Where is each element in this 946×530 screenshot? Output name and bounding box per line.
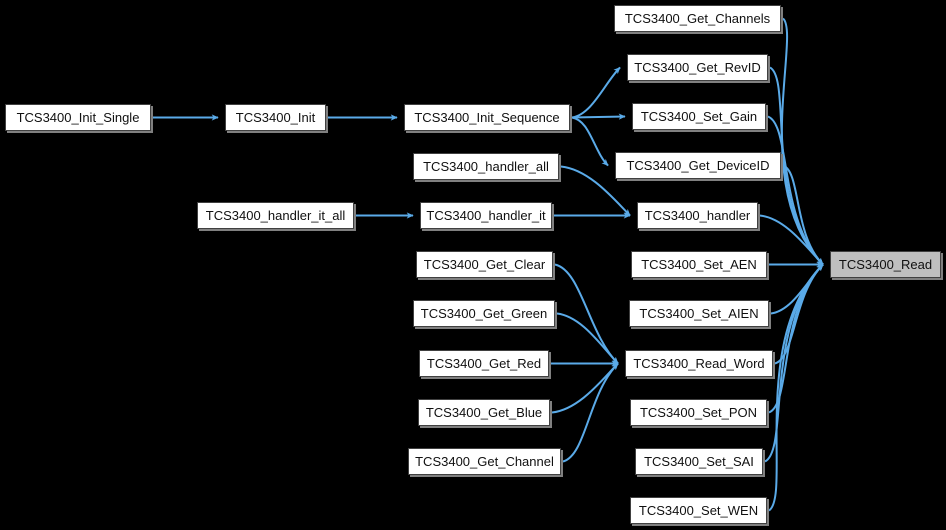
graph-node-label: TCS3400_handler_it [426, 208, 546, 223]
graph-node-set_wen[interactable]: TCS3400_Set_WEN [630, 497, 767, 524]
edge-set_gain-to-read [767, 115, 824, 266]
edge-set_pon-to-read [768, 263, 824, 414]
graph-node-label: TCS3400_Get_Red [426, 356, 542, 371]
edge-init_sequence-to-get_revid [571, 66, 621, 119]
graph-node-get_channel[interactable]: TCS3400_Get_Channel [408, 448, 561, 475]
graph-node-init_sequence[interactable]: TCS3400_Init_Sequence [404, 104, 570, 131]
graph-node-label: TCS3400_Set_Gain [640, 109, 758, 124]
edge-init_sequence-to-get_deviceid [571, 116, 609, 167]
graph-node-init[interactable]: TCS3400_Init [225, 104, 326, 131]
edge-get_channels-to-read [780, 17, 824, 266]
edge-init_sequence-to-set_gain [571, 113, 626, 120]
edge-read_word-to-read [774, 263, 824, 365]
graph-node-label: TCS3400_Set_WEN [638, 503, 759, 518]
graph-node-handler_all[interactable]: TCS3400_handler_all [413, 153, 559, 180]
graph-node-label: TCS3400_Read_Word [633, 356, 765, 371]
graph-node-handler[interactable]: TCS3400_handler [637, 202, 758, 229]
graph-node-read_word[interactable]: TCS3400_Read_Word [625, 350, 773, 377]
graph-node-get_revid[interactable]: TCS3400_Get_RevID [627, 54, 768, 81]
graph-node-get_clear[interactable]: TCS3400_Get_Clear [416, 251, 553, 278]
edge-set_sai-to-read [764, 263, 824, 463]
graph-node-get_deviceid[interactable]: TCS3400_Get_DeviceID [615, 152, 781, 179]
graph-node-label: TCS3400_Get_Channels [624, 11, 771, 26]
graph-node-handler_it_all[interactable]: TCS3400_handler_it_all [197, 202, 354, 229]
graph-node-label: TCS3400_Init_Sequence [414, 110, 560, 125]
graph-node-set_gain[interactable]: TCS3400_Set_Gain [632, 103, 766, 130]
graph-node-init_single[interactable]: TCS3400_Init_Single [5, 104, 151, 131]
edge-set_aien-to-read [770, 263, 824, 315]
graph-node-set_sai[interactable]: TCS3400_Set_SAI [635, 448, 763, 475]
graph-node-label: TCS3400_Get_Channel [415, 454, 554, 469]
graph-node-read[interactable]: TCS3400_Read [830, 251, 941, 278]
edge-get_channel-to-read_word [562, 362, 619, 463]
graph-node-set_aien[interactable]: TCS3400_Set_AIEN [629, 300, 769, 327]
graph-node-get_channels[interactable]: TCS3400_Get_Channels [614, 5, 781, 32]
graph-node-label: TCS3400_Init [235, 110, 316, 125]
graph-node-label: TCS3400_handler [644, 208, 751, 223]
graph-node-label: TCS3400_Set_SAI [644, 454, 754, 469]
graph-node-set_pon[interactable]: TCS3400_Set_PON [630, 399, 767, 426]
graph-node-label: TCS3400_Set_AIEN [639, 306, 759, 321]
graph-node-label: TCS3400_Get_Blue [425, 405, 543, 420]
graph-node-get_blue[interactable]: TCS3400_Get_Blue [418, 399, 550, 426]
graph-node-handler_it[interactable]: TCS3400_handler_it [420, 202, 552, 229]
edge-set_wen-to-read [768, 263, 824, 512]
graph-node-label: TCS3400_Get_Clear [423, 257, 546, 272]
graph-node-set_aen[interactable]: TCS3400_Set_AEN [631, 251, 767, 278]
edge-get_blue-to-read_word [551, 362, 619, 414]
edge-get_clear-to-read_word [554, 263, 619, 365]
graph-node-label: TCS3400_Get_RevID [634, 60, 761, 75]
graph-node-label: TCS3400_handler_it_all [205, 208, 346, 223]
graph-node-label: TCS3400_handler_all [423, 159, 549, 174]
graph-node-label: TCS3400_Set_AEN [641, 257, 757, 272]
edge-get_green-to-read_word [556, 312, 619, 365]
graph-node-label: TCS3400_Get_DeviceID [626, 158, 770, 173]
graph-node-label: TCS3400_Set_PON [639, 405, 758, 420]
graph-node-label: TCS3400_Init_Single [16, 110, 140, 125]
edge-get_deviceid-to-read [782, 164, 824, 266]
graph-node-label: TCS3400_Read [838, 257, 933, 272]
edge-handler-to-read [759, 214, 824, 266]
graph-node-get_green[interactable]: TCS3400_Get_Green [413, 300, 555, 327]
graph-node-label: TCS3400_Get_Green [420, 306, 548, 321]
graph-node-get_red[interactable]: TCS3400_Get_Red [419, 350, 549, 377]
